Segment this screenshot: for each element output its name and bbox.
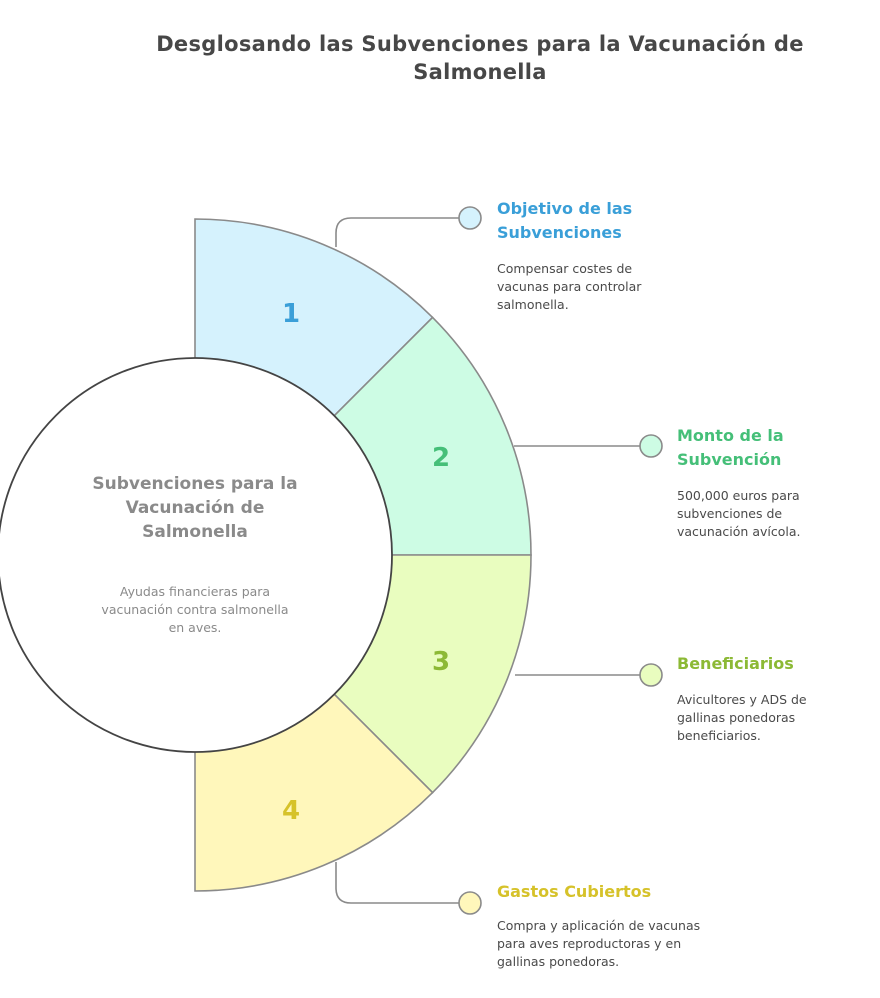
connector-1 <box>335 217 459 247</box>
segment-number-2: 2 <box>432 443 450 473</box>
segment-title-1: Objetivo de las Subvenciones <box>497 199 633 242</box>
center-description: Ayudas financieras para vacunación contr… <box>101 584 289 635</box>
center-circle <box>0 357 393 753</box>
segment-title-3: Beneficiarios <box>677 654 794 673</box>
segment-title-4: Gastos Cubiertos <box>497 882 652 901</box>
marker-dot-4 <box>458 891 482 915</box>
segment-number-1: 1 <box>282 299 300 329</box>
connector-4 <box>335 862 459 904</box>
marker-dot-1 <box>458 206 482 230</box>
segment-number-3: 3 <box>432 647 450 677</box>
segment-description-4: Compra y aplicación de vacunas para aves… <box>497 918 701 969</box>
segment-number-4: 4 <box>282 796 300 826</box>
marker-dot-2 <box>639 434 663 458</box>
center-title: Subvenciones para la Vacunación de Salmo… <box>92 474 298 542</box>
segment-title-2: Monto de la Subvención <box>677 426 784 469</box>
segment-description-3: Avicultores y ADS de gallinas ponedoras … <box>677 692 807 743</box>
diagram-title: Desglosando las Subvenciones para la Vac… <box>156 32 804 84</box>
segment-description-2: 500,000 euros para subvenciones de vacun… <box>677 488 801 539</box>
marker-dot-3 <box>639 663 663 687</box>
segment-description-1: Compensar costes de vacunas para control… <box>497 261 642 312</box>
